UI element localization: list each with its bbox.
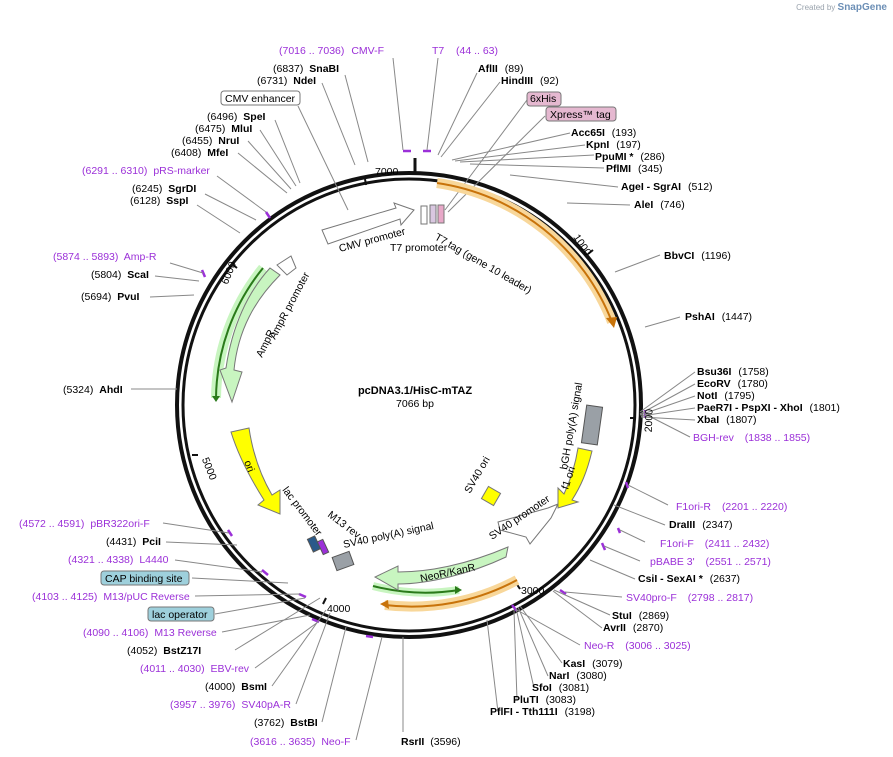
label-noti: NotI (1795) bbox=[697, 390, 755, 402]
ori-arrow bbox=[230, 427, 281, 515]
label-sspi: (6128) SspI bbox=[130, 195, 189, 207]
label-prs-marker: (6291 .. 6310) pRS-marker bbox=[82, 165, 210, 177]
feature-label-sv40-polya: SV40 poly(A) signal bbox=[342, 520, 435, 551]
backbone-inner bbox=[181, 177, 637, 633]
feature-label-lac-promoter: lac promoter bbox=[280, 485, 325, 539]
label-lac-operator: lac operator bbox=[152, 609, 208, 621]
label-avrii: AvrII (2870) bbox=[603, 622, 663, 634]
label-t7-pos: (44 .. 63) bbox=[456, 45, 498, 57]
label-cap-binding-site: CAP binding site bbox=[105, 573, 183, 585]
tick-label-4000: 4000 bbox=[327, 603, 351, 615]
label-pbabe-3: pBABE 3' (2551 .. 2571) bbox=[650, 556, 771, 568]
neor-kanr-arrow bbox=[373, 546, 509, 591]
label-pluti: PluTI (3083) bbox=[513, 694, 576, 706]
label-f1ori-f: F1ori-F (2411 .. 2432) bbox=[660, 538, 769, 550]
label-acc65i: Acc65I (193) bbox=[571, 127, 636, 139]
f1-ori-arrow bbox=[557, 447, 593, 509]
label-bsmi: (4000) BsmI bbox=[205, 681, 267, 693]
label-nrui: (6455) NruI bbox=[182, 135, 239, 147]
label-nari: NarI (3080) bbox=[549, 670, 607, 682]
tick-label-3000: 3000 bbox=[521, 585, 545, 597]
label-alei: AleI (746) bbox=[634, 199, 685, 211]
label-pflmi: PflMI (345) bbox=[606, 163, 663, 175]
watermark-prefix: Created by bbox=[796, 3, 836, 12]
label-sv40pro-f: SV40pro-F (2798 .. 2817) bbox=[626, 592, 753, 604]
label-bgh-rev: BGH-rev (1838 .. 1855) bbox=[693, 432, 810, 444]
label-sfoi: SfoI (3081) bbox=[532, 682, 589, 694]
label-m13-reverse: (4090 .. 4106) M13 Reverse bbox=[83, 627, 217, 639]
label-t7: T7 bbox=[432, 45, 444, 57]
label-bsu36i: Bsu36I (1758) bbox=[697, 366, 769, 378]
label-pcii: (4431) PciI bbox=[106, 536, 161, 548]
label-l4440: (4321 .. 4338) L4440 bbox=[68, 554, 169, 566]
label-neo-r: Neo-R (3006 .. 3025) bbox=[584, 640, 691, 652]
label-cmv-f: (7016 .. 7036) CMV-F bbox=[279, 45, 384, 57]
sv40-promoter-arrow bbox=[497, 503, 560, 545]
feature-label-t7-promoter: T7 promoter bbox=[390, 242, 448, 254]
label-paer7i-pspxi-xhoi: PaeR7I - PspXI - XhoI (1801) bbox=[697, 402, 840, 414]
label-aflii: AflII (89) bbox=[478, 63, 523, 75]
tick-label-6000: 6000 bbox=[219, 260, 239, 286]
ampr-arrow bbox=[219, 267, 281, 404]
snapgene-watermark: Created by SnapGene bbox=[796, 2, 887, 13]
label-amp-r: (5874 .. 5893) Amp-R bbox=[53, 251, 157, 263]
label-pshai: PshAI (1447) bbox=[685, 311, 752, 323]
label-pflfi-tth111i: PflFI - Tth111I (3198) bbox=[490, 706, 595, 718]
label-sv40pa-r: (3957 .. 3976) SV40pA-R bbox=[170, 699, 291, 711]
label-pvui: (5694) PvuI bbox=[81, 291, 140, 303]
label-sgrdi: (6245) SgrDI bbox=[132, 183, 196, 195]
label-stui: StuI (2869) bbox=[612, 610, 669, 622]
feature-label-neor-kanr: NeoR/KanR bbox=[419, 561, 477, 584]
label-neo-f: (3616 .. 3635) Neo-F bbox=[250, 736, 351, 748]
label-spei: (6496) SpeI bbox=[207, 111, 266, 123]
label-bstbi: (3762) BstBI bbox=[254, 717, 318, 729]
label-kpni: KpnI (197) bbox=[586, 139, 641, 151]
tick-label-5000: 5000 bbox=[199, 456, 219, 482]
watermark-brand: SnapGene bbox=[837, 2, 887, 13]
label-snabi: (6837) SnaBI bbox=[273, 63, 339, 75]
plasmid-size: 7066 bp bbox=[396, 398, 434, 410]
label-agei-sgrai: AgeI - SgrAI (512) bbox=[621, 181, 713, 193]
label-scai: (5804) ScaI bbox=[91, 269, 149, 281]
label-bstz17i: (4052) BstZ17I bbox=[127, 645, 201, 657]
label-f1ori-r: F1ori-R (2201 .. 2220) bbox=[676, 501, 787, 513]
label-ebv-rev: (4011 .. 4030) EBV-rev bbox=[140, 663, 250, 675]
tick-label-7000: 7000 bbox=[375, 166, 399, 178]
label-kasi: KasI (3079) bbox=[563, 658, 622, 670]
feature-label-ori: ori bbox=[241, 459, 256, 474]
label-xbai: XbaI (1807) bbox=[697, 414, 756, 426]
label-6xhis: 6xHis bbox=[530, 93, 556, 105]
label-ahdi: (5324) AhdI bbox=[63, 384, 123, 396]
cmv-promoter-arrow bbox=[321, 202, 415, 245]
label-m13-puc-reverse: (4103 .. 4125) M13/pUC Reverse bbox=[32, 591, 190, 603]
label-hindiii: HindIII (92) bbox=[501, 75, 559, 87]
ampr-promoter-arrow bbox=[276, 255, 297, 276]
feature-label-t7-tag: T7 tag (gene 10 leader) bbox=[433, 231, 534, 296]
feature-label-ampr: AmpR bbox=[254, 327, 278, 359]
label-xpress-tag: Xpress™ tag bbox=[550, 109, 611, 121]
label-mfei: (6408) MfeI bbox=[171, 147, 228, 159]
label-rsrii: RsrII (3596) bbox=[401, 736, 461, 748]
label-ecorv: EcoRV (1780) bbox=[697, 378, 768, 390]
backbone-outer bbox=[175, 171, 643, 639]
label-cmv-enhancer: CMV enhancer bbox=[225, 93, 296, 105]
label-bbvci: BbvCI (1196) bbox=[664, 250, 731, 262]
label-pbr322ori-f: (4572 .. 4591) pBR322ori-F bbox=[19, 518, 150, 530]
plasmid-name: pcDNA3.1/HisC-mTAZ bbox=[358, 385, 472, 397]
label-ndei: (6731) NdeI bbox=[257, 75, 316, 87]
label-draiii: DraIII (2347) bbox=[669, 519, 733, 531]
label-csii-sexai: CsiI - SexAI * (2637) bbox=[638, 573, 740, 585]
label-ppumi: PpuMI * (286) bbox=[595, 151, 665, 163]
tick-label-2000: 2000 bbox=[643, 409, 656, 433]
label-mlui: (6475) MluI bbox=[195, 123, 252, 135]
